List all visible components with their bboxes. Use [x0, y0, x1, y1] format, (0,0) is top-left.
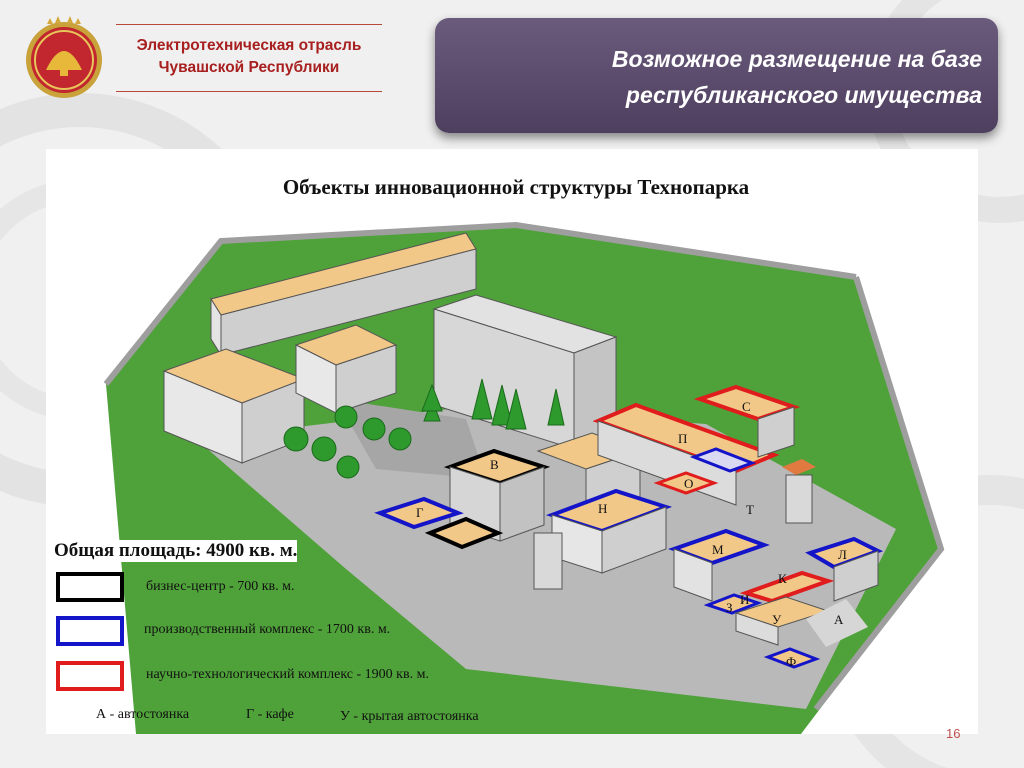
label-g: Г	[416, 505, 424, 520]
label-s: С	[742, 399, 751, 414]
slide-title-line-2: республиканского имущества	[625, 82, 982, 108]
label-l: Л	[838, 547, 847, 562]
label-n: Н	[598, 501, 607, 516]
legend-note-parking: А - автостоянка	[96, 707, 190, 722]
label-v: В	[490, 457, 499, 472]
label-k: К	[778, 571, 787, 586]
legend-label-science: научно-технологический комплекс - 1900 к…	[146, 667, 429, 682]
legend-label-business: бизнес-центр - 700 кв. м.	[146, 579, 295, 594]
perimeter-wall	[103, 221, 857, 386]
total-area: Общая площадь: 4900 кв. м.	[54, 540, 298, 562]
legend-label-production: производственный комплекс - 1700 кв. м.	[144, 622, 391, 637]
label-u: У	[772, 612, 782, 627]
page-number: 16	[946, 726, 961, 741]
legend-note-covered-parking: У - крытая автостоянка	[340, 709, 479, 724]
map-title: Объекты инновационной структуры Технопар…	[282, 175, 750, 199]
slide-title-line-1: Возможное размещение на базе	[611, 46, 982, 72]
label-t: Т	[746, 502, 754, 517]
label-p: П	[678, 431, 687, 446]
label-a: А	[834, 612, 844, 627]
chuvashia-emblem	[26, 16, 102, 98]
legend-swatch-science	[56, 661, 124, 691]
technopark-plan-panel: В Г Н П С О Т М Л К И З У А Ф Объекты ин…	[46, 149, 978, 734]
legend-note-cafe: Г - кафе	[246, 707, 294, 722]
label-z: З	[726, 600, 733, 615]
technopark-plan-illustration: В Г Н П С О Т М Л К И З У А Ф	[103, 221, 945, 734]
label-i: И	[740, 592, 749, 607]
label-f: Ф	[786, 654, 796, 669]
org-line-2: Чувашской Республики	[158, 59, 340, 76]
legend-swatch-business	[56, 572, 124, 602]
slide-title-box: Возможное размещение на базе республикан…	[435, 18, 998, 133]
organization-name: Электротехническая отрасль Чувашской Рес…	[116, 24, 382, 92]
label-m: М	[712, 542, 724, 557]
tree-group	[283, 378, 565, 479]
label-o: О	[684, 476, 693, 491]
legend-swatch-production	[56, 616, 124, 646]
org-line-1: Электротехническая отрасль	[136, 37, 362, 54]
